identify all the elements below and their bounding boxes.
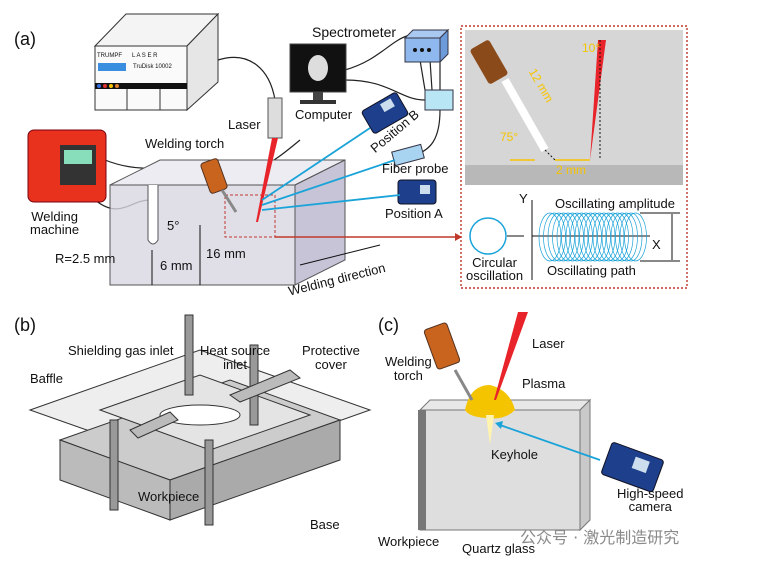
depth-6-label: 6 mm [160,258,193,273]
oscillation-ring [592,212,616,262]
computer-label: Computer [295,107,353,122]
panel-c-label: (c) [378,315,399,335]
oscillation-ring [606,212,629,262]
oscillating-path-label: Oscillating path [547,263,636,278]
angle-5-label: 5° [167,218,180,233]
inset-frame [460,25,688,289]
workpiece-block [109,159,346,286]
oscillation-ring [610,212,634,262]
oscillation-ring [561,212,584,262]
watermark: 公众号 · 激光制造研究 [520,528,680,547]
laser-title: L A S E R [132,53,158,59]
oscillation-diagram [469,200,680,280]
shielding-gas-inlet-label: Shielding gas inlet [68,343,174,358]
baffle-label: Baffle [30,371,64,386]
angle-75-label: 75° [500,130,519,144]
laser-unit [93,12,220,112]
spectrometer [403,28,454,111]
workpiece-label-b: Workpiece [138,489,200,504]
base-label: Base [310,517,340,532]
laser-label: Laser [228,117,261,132]
circular-oscillation-label: Circular oscillation [466,255,524,283]
probe-beams [261,127,401,211]
angle-10-label: 10° [582,41,601,55]
welding-machine-label: Welding machine [30,209,80,237]
heat-source-inlet-label: Heat source inlet [200,343,271,372]
spectrometer-label: Spectrometer [312,24,397,40]
quartz-glass-label: Quartz glass [462,541,535,556]
welding-machine [27,129,107,203]
welding-torch-label: Welding torch [145,136,225,151]
welding-torch-a [200,158,238,213]
oscillation-ring [565,212,589,262]
position-a-label: Position A [385,206,443,221]
oscillation-ring [624,212,647,262]
oscillating-amplitude-label: Oscillating amplitude [555,196,675,211]
laser-label-c: Laser [532,336,565,351]
oscillation-ring [619,212,643,262]
plasma-label: Plasma [522,376,566,391]
panel-b-label: (b) [14,315,36,335]
oscillation-ring [601,212,625,262]
dimensions [151,225,381,285]
laser-head [256,97,283,222]
oscillation-ring [588,212,611,262]
oscillation-ring [579,212,602,262]
axis-x-label: X [652,237,661,252]
offset-2-label: 2 mm [556,163,586,177]
keyhole-label: Keyhole [491,447,538,462]
oscillation-ring [556,212,580,262]
panel-c-setup [418,312,664,532]
oscillation-ring [538,212,562,262]
oscillation-ring [543,212,566,262]
computer [289,43,347,104]
panel-a-label: (a) [14,29,36,49]
camera-position-a [397,179,437,205]
oscillation-ring [574,212,598,262]
oscillation-ring [615,212,638,262]
welding-torch-label-c: Welding torch [385,354,432,383]
laser-model: TruDisk 10002 [133,64,172,70]
laser-brand: TRUMPF [97,53,122,59]
fixture-assembly [28,314,372,526]
camera-label: High-speed camera [617,486,684,514]
fiber-probe [391,143,425,167]
oscillation-ring [583,212,607,262]
protective-cover-label: Protective cover [302,343,360,372]
height-16-label: 16 mm [206,246,246,261]
inset-top [465,30,683,185]
fiber-probe-label: Fiber probe [382,161,449,176]
oscillation-ring [547,212,571,262]
radius-label: R=2.5 mm [55,251,116,266]
oscillation-ring [570,212,593,262]
oscillation-ring [552,212,575,262]
workpiece-label-c: Workpiece [378,534,440,549]
oscillation-ring [597,212,620,262]
axis-y-label: Y [519,191,528,206]
camera-position-b [361,92,409,134]
